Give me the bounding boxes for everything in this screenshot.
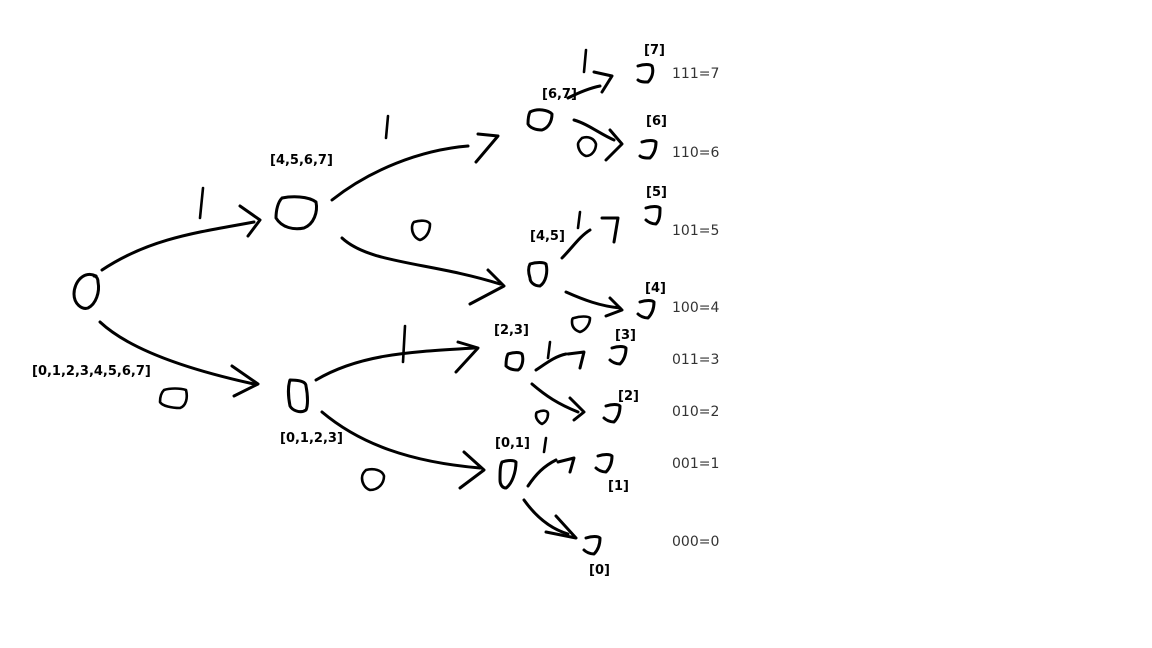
leaf-label-7: [7] [644,43,665,58]
leaf-node-5 [644,205,662,226]
edge-45-to-5 [560,228,592,260]
leaf-node-0 [582,535,602,556]
node-level2-01 [498,459,518,490]
bit-zero-upper-45 [410,219,432,242]
arrowhead-root-to-upper [238,204,262,238]
leaf-node-1 [594,453,614,474]
bit-one-23-3 [546,340,552,360]
arrowhead-23-to-2 [568,396,586,422]
edge-23-to-3 [534,352,568,372]
result-7: 111=7 [672,66,719,82]
arrowhead-01-to-1 [556,456,576,474]
bit-one-67-7 [582,48,588,74]
result-1: 001=1 [672,456,719,472]
bit-one-45-5 [576,210,582,230]
level2-label-01: [0,1] [495,436,530,451]
leaf-label-0: [0] [589,563,610,578]
bit-zero-23-2 [534,409,550,426]
tree-nodes [72,63,662,556]
node-lower-level1 [287,378,309,414]
edge-01-to-0 [522,498,570,536]
arrowhead-67-to-7 [592,70,614,94]
bit-zero-67-6 [576,135,598,158]
root-label: [0,1,2,3,4,5,6,7] [32,364,151,379]
edge-upper-to-67 [330,144,470,202]
arrowhead-lower-to-01 [458,450,486,490]
leaf-label-3: [3] [615,328,636,343]
leaf-label-1: [1] [608,479,629,494]
level2-label-23: [2,3] [494,323,529,338]
tree-edges [98,70,624,540]
arrowhead-23-to-3 [566,350,586,370]
node-level2-23 [504,351,525,372]
leaf-node-6 [638,139,658,160]
bit-zero-45-4 [570,315,592,334]
binary-results: 111=7 110=6 101=5 100=4 011=3 010=2 001=… [672,66,719,550]
edge-root-to-upper [100,220,256,272]
result-5: 101=5 [672,223,719,239]
edge-67-to-6 [572,118,616,142]
arrowhead-45-to-5 [600,216,620,244]
arrowhead-root-to-lower [230,364,260,398]
edge-upper-to-45 [340,236,502,286]
edge-root-to-lower [98,320,256,386]
bit-one-root-upper [198,186,205,220]
edge-45-to-4 [564,290,622,310]
bit-marks [158,48,598,492]
result-2: 010=2 [672,404,719,420]
leaf-node-2 [602,403,622,424]
node-upper-level1 [274,195,318,231]
arrowhead-01-to-0 [544,514,578,540]
edge-01-to-1 [526,458,558,488]
bit-one-upper-67 [384,114,390,140]
level2-label-45: [4,5] [530,229,565,244]
result-0: 000=0 [672,534,719,550]
arrowhead-45-to-4 [604,296,624,318]
edge-67-to-7 [566,84,602,100]
bit-one-lower-23 [401,324,407,364]
result-6: 110=6 [672,145,719,161]
level1-upper-label: [4,5,6,7] [270,153,333,168]
arrowhead-upper-to-67 [474,132,500,164]
bit-one-01-1 [542,436,548,454]
range-labels: [0,1,2,3,4,5,6,7] [4,5,6,7] [0,1,2,3] [6… [32,87,577,451]
level2-label-67: [6,7] [542,87,577,102]
edge-23-to-2 [530,382,580,414]
node-level2-45 [527,261,549,288]
leaf-node-7 [636,63,655,84]
leaf-node-4 [636,299,656,320]
bit-zero-lower-01 [360,467,386,492]
bit-zero-root-lower [158,387,189,410]
result-4: 100=4 [672,300,719,316]
node-root [72,273,100,310]
leaf-label-2: [2] [618,389,639,404]
arrowhead-67-to-6 [604,128,624,162]
leaf-label-4: [4] [645,281,666,296]
arrowhead-lower-to-23 [454,340,480,374]
edge-lower-to-01 [320,410,482,470]
edge-lower-to-23 [314,346,476,382]
leaf-labels: [7] [6] [5] [4] [3] [2] [1] [0] [589,43,667,578]
arrowhead-upper-to-45 [468,268,506,306]
result-3: 011=3 [672,352,719,368]
leaf-label-6: [6] [646,114,667,129]
leaf-label-5: [5] [646,185,667,200]
node-level2-67 [526,108,554,132]
leaf-node-3 [608,345,628,366]
level1-lower-label: [0,1,2,3] [280,431,343,446]
